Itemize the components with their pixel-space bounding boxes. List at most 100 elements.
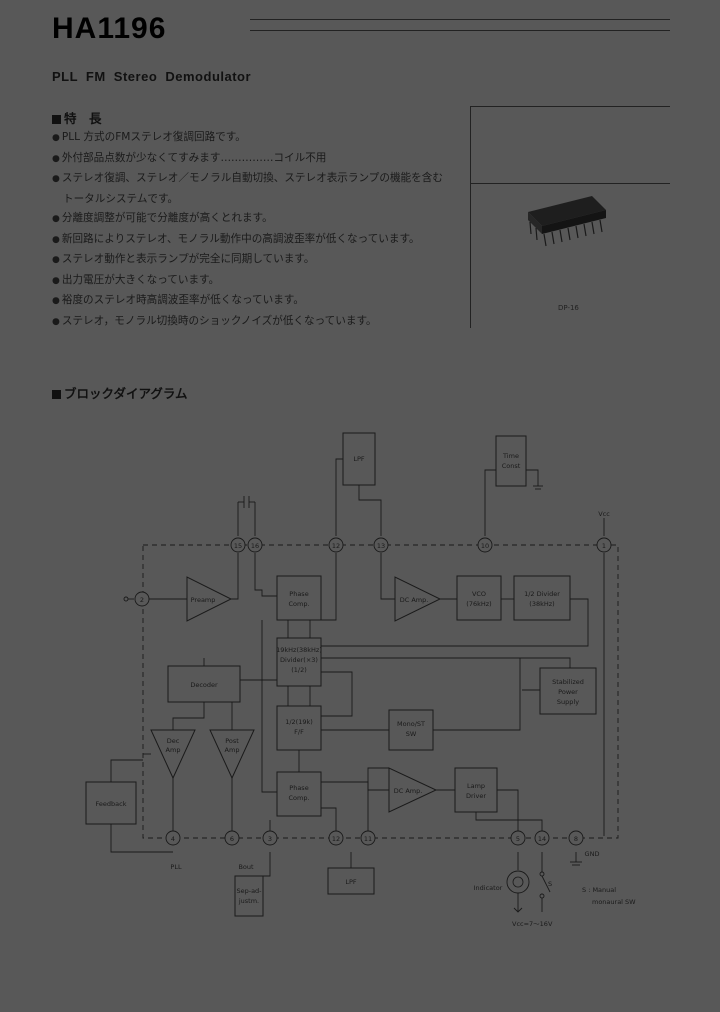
pin-15: 15 — [230, 537, 246, 553]
block-phase-comp-top: Phase Comp. — [276, 575, 322, 621]
feature-item: 新回路によりステレオ、モノラル動作中の高調波歪率が低くなっています。 — [52, 230, 444, 251]
block-vco: VCO (76kHz) — [456, 575, 502, 621]
svg-text:4: 4 — [171, 835, 175, 843]
svg-text:2: 2 — [140, 596, 144, 604]
block-divider-ff: 1/2(19k) F/F — [276, 705, 322, 751]
features-heading: 特 長 — [52, 108, 102, 127]
photo-rule-mid — [470, 183, 670, 184]
svg-text:Dec: Dec — [167, 737, 180, 745]
svg-text:Post: Post — [225, 737, 239, 745]
block-preamp: Preamp — [186, 576, 233, 622]
feature-item: ステレオ，モノラル切換時のショックノイズが低くなっています。 — [52, 312, 444, 333]
pin-11: 11 — [360, 830, 376, 846]
svg-text:(38kHz): (38kHz) — [529, 600, 554, 608]
svg-text:Phase: Phase — [289, 784, 308, 792]
svg-text:12: 12 — [332, 542, 340, 550]
pin-14: 14 — [534, 830, 550, 846]
bout-label: Bout — [238, 863, 254, 871]
pin-13: 13 — [373, 537, 389, 553]
feature-item: PLL 方式のFMステレオ復調回路です。 — [52, 128, 444, 149]
svg-text:5: 5 — [516, 835, 520, 843]
feature-item: 外付部品点数が少なくてすみます……………コイル不用 — [52, 149, 444, 170]
features-list: PLL 方式のFMステレオ復調回路です。 外付部品点数が少なくてすみます…………… — [52, 128, 444, 332]
feature-item: 裕度のステレオ時高調波歪率が低くなっています。 — [52, 291, 444, 312]
svg-text:3: 3 — [268, 835, 272, 843]
svg-text:Comp.: Comp. — [288, 600, 309, 608]
pin-5: 5 — [510, 830, 526, 846]
svg-text:(76kHz): (76kHz) — [466, 600, 491, 608]
pin-8: 8 — [568, 830, 584, 846]
block-mono-st-sw: Mono/ST SW — [388, 709, 434, 751]
svg-text:Preamp: Preamp — [191, 596, 216, 604]
switch-label: S — [548, 880, 552, 888]
block-lpf-bottom: LPF — [327, 867, 375, 895]
svg-text:1: 1 — [602, 542, 606, 550]
svg-text:10: 10 — [481, 542, 489, 550]
block-lamp-driver: Lamp Driver — [454, 767, 498, 813]
svg-text:DC Amp.: DC Amp. — [400, 596, 429, 604]
svg-text:Stabilized: Stabilized — [552, 678, 584, 686]
svg-text:6: 6 — [230, 835, 234, 843]
svg-text:LPF: LPF — [345, 878, 357, 886]
svg-text:Driver: Driver — [466, 792, 486, 800]
svg-text:VCO: VCO — [472, 590, 486, 598]
svg-text:19kHz(38kHz): 19kHz(38kHz) — [276, 646, 322, 654]
svg-text:(1/2): (1/2) — [291, 666, 307, 674]
svg-text:Decoder: Decoder — [190, 681, 218, 689]
svg-text:Power: Power — [558, 688, 578, 696]
package-photo-frame — [470, 106, 671, 328]
photo-rule-top — [470, 106, 670, 107]
svg-text:LPF: LPF — [353, 455, 365, 463]
feature-item: ステレオ復調、ステレオ／モノラル自動切換、ステレオ表示ランプの機能を含むトータル… — [52, 169, 444, 209]
block-decoder: Decoder — [167, 665, 241, 703]
svg-text:SW: SW — [406, 730, 417, 738]
block-sep-adjust: Sep-ad- justm. — [234, 875, 264, 917]
pin-10: 10 — [477, 537, 493, 553]
feature-item: 出力電圧が大きくなっています。 — [52, 271, 444, 292]
vcc-label: Vcc — [598, 510, 610, 518]
header-rule-top — [250, 19, 670, 20]
pin-4: 4 — [165, 830, 181, 846]
pin-12b: 12 — [328, 830, 344, 846]
header-rule-bottom — [250, 30, 670, 31]
section-square-icon — [52, 115, 61, 124]
svg-text:F/F: F/F — [294, 728, 304, 736]
block-dec-amp: Dec Amp — [150, 729, 196, 780]
svg-text:1/2(19k): 1/2(19k) — [285, 718, 313, 726]
svg-text:Phase: Phase — [289, 590, 308, 598]
block-feedback: Feedback — [85, 781, 137, 825]
svg-text:Lamp: Lamp — [467, 782, 485, 790]
block-diagram-heading: ブロックダイアグラム — [52, 383, 188, 402]
gnd-label: GND — [585, 850, 600, 858]
switch-note-line1: S : Manual — [582, 886, 616, 894]
svg-text:Divider(×3): Divider(×3) — [280, 656, 318, 664]
svg-text:Const: Const — [502, 462, 521, 470]
svg-text:15: 15 — [234, 542, 242, 550]
vcc-range-label: Vcc=7～16V — [512, 920, 553, 928]
svg-text:Feedback: Feedback — [96, 800, 127, 808]
pin-16: 16 — [247, 537, 263, 553]
block-divider-19k: 19kHz(38kHz) Divider(×3) (1/2) — [276, 637, 322, 687]
block-time-const: Time Const — [495, 435, 527, 487]
svg-text:Sep-ad-: Sep-ad- — [236, 887, 262, 895]
pin-6: 6 — [224, 830, 240, 846]
block-lpf-top: LPF — [342, 432, 376, 486]
part-number-title: HA1196 — [52, 12, 167, 45]
pin-12: 12 — [328, 537, 344, 553]
svg-text:Comp.: Comp. — [288, 794, 309, 802]
block-stabilized-power: Stabilized Power Supply — [539, 667, 597, 715]
feature-item: 分離度調整が可能で分離度が高くとれます。 — [52, 209, 444, 230]
svg-text:Time: Time — [502, 452, 519, 460]
manual-switch — [539, 871, 551, 912]
pin-2: 2 — [134, 591, 150, 607]
package-label: DP-16 — [558, 304, 579, 312]
svg-text:Mono/ST: Mono/ST — [397, 720, 425, 728]
pin-3: 3 — [262, 830, 278, 846]
svg-text:11: 11 — [364, 835, 372, 843]
svg-text:DC Amp.: DC Amp. — [394, 787, 423, 795]
feature-item: ステレオ動作と表示ランプが完全に同期しています。 — [52, 250, 444, 271]
block-dc-amp-top: DC Amp. — [394, 576, 442, 622]
block-phase-comp-bottom: Phase Comp. — [276, 771, 322, 817]
svg-text:1/2 Divider: 1/2 Divider — [524, 590, 560, 598]
